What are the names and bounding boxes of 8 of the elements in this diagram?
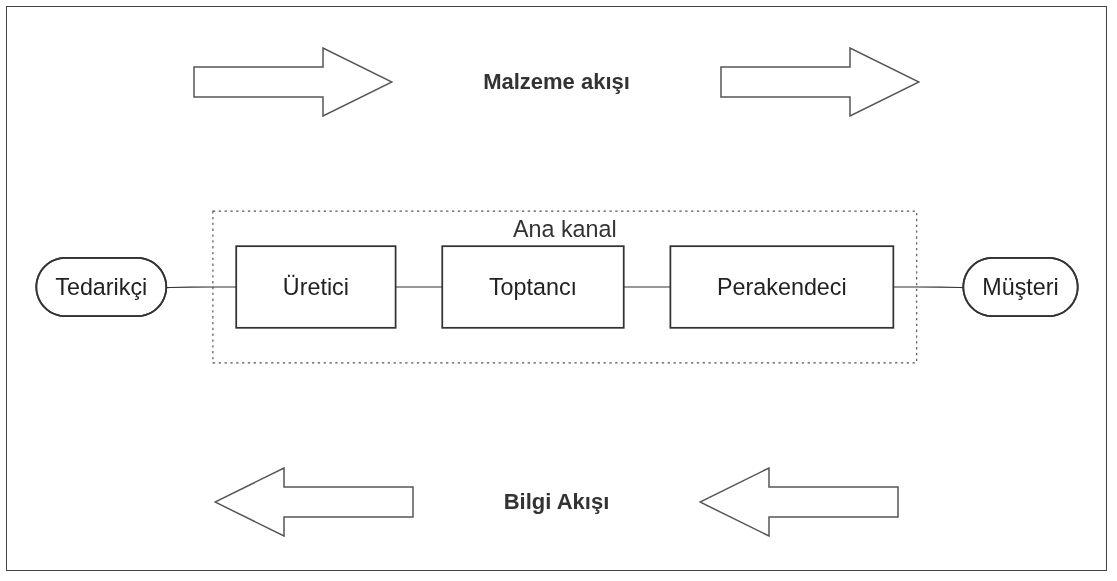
connector xyxy=(166,286,237,289)
node-box: Üretici xyxy=(235,245,397,329)
flow-label: Bilgi Akışı xyxy=(503,489,610,515)
node-box: Toptancı xyxy=(441,245,625,329)
node-box: Perakendeci xyxy=(669,245,895,329)
connector xyxy=(395,286,443,288)
flow-label: Malzeme akışı xyxy=(483,69,630,95)
connector xyxy=(623,286,671,288)
